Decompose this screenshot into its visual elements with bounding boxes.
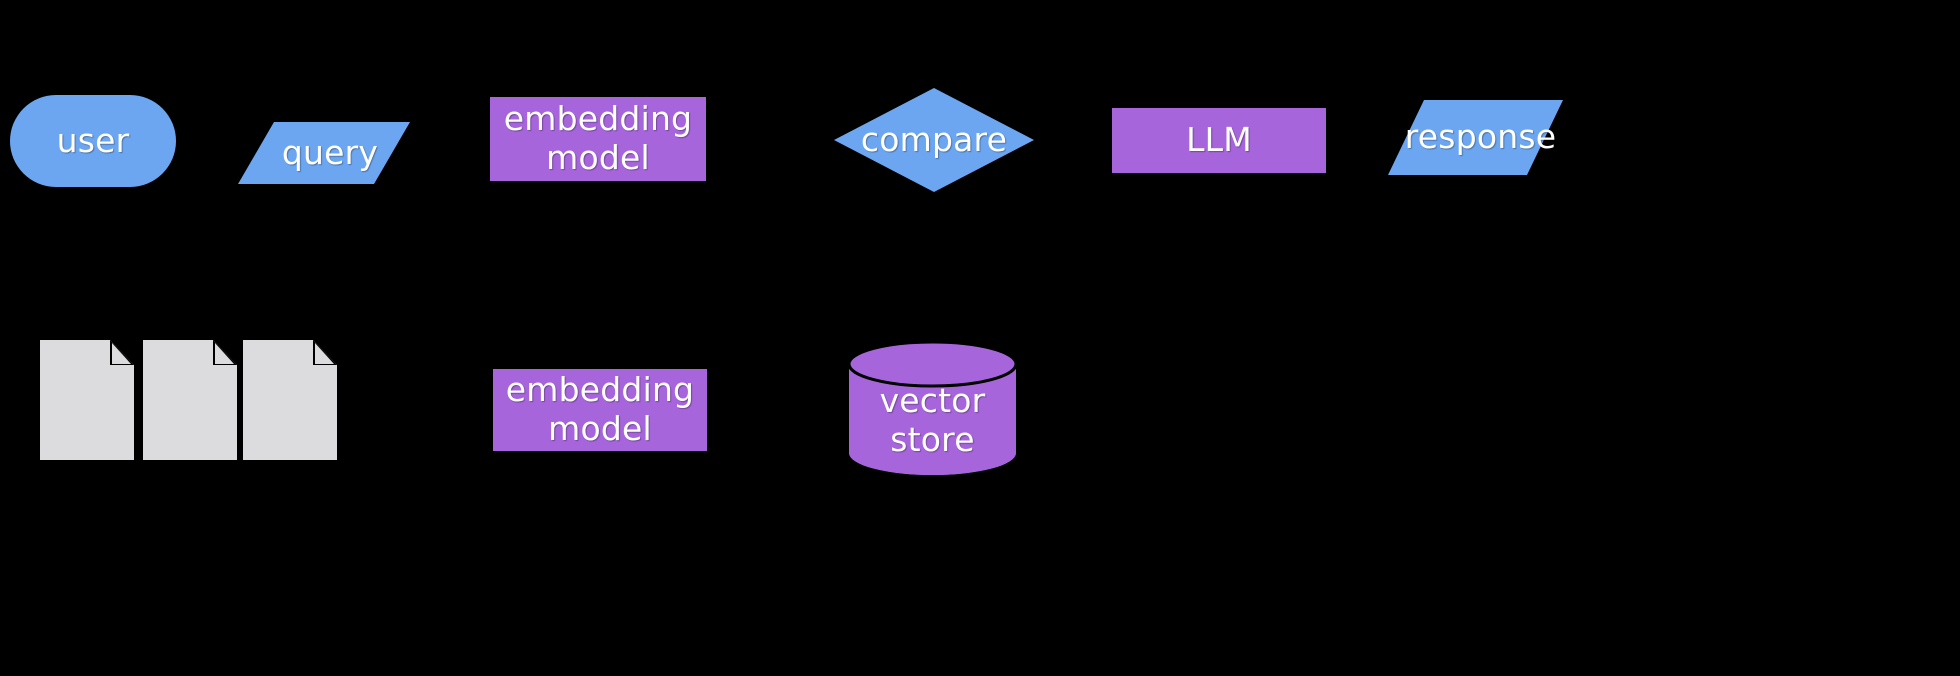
document-icon	[243, 340, 337, 460]
document-icon	[40, 340, 134, 460]
compare-shape	[834, 88, 1034, 192]
node-response[interactable]: response	[1388, 100, 1563, 175]
node-query[interactable]: query	[238, 122, 410, 184]
node-embedding-model-top[interactable]: embedding model	[490, 97, 706, 181]
node-compare[interactable]: compare	[834, 88, 1034, 192]
node-embedding-model-top-label: embedding model	[503, 99, 693, 177]
node-vector-store[interactable]: vector store	[847, 340, 1018, 475]
node-embedding-model-bottom[interactable]: embedding model	[493, 369, 707, 451]
cylinder-shape	[847, 340, 1018, 475]
response-shape	[1388, 100, 1563, 175]
node-user[interactable]: user	[10, 95, 176, 187]
node-llm-label: LLM	[1186, 120, 1252, 160]
node-document-3[interactable]	[243, 340, 337, 460]
document-icon	[143, 340, 237, 460]
node-llm[interactable]: LLM	[1112, 108, 1326, 173]
query-shape	[238, 122, 410, 184]
node-document-1[interactable]	[40, 340, 134, 460]
node-document-2[interactable]	[143, 340, 237, 460]
node-user-label: user	[56, 120, 130, 160]
node-embedding-model-bottom-label: embedding model	[505, 370, 695, 448]
